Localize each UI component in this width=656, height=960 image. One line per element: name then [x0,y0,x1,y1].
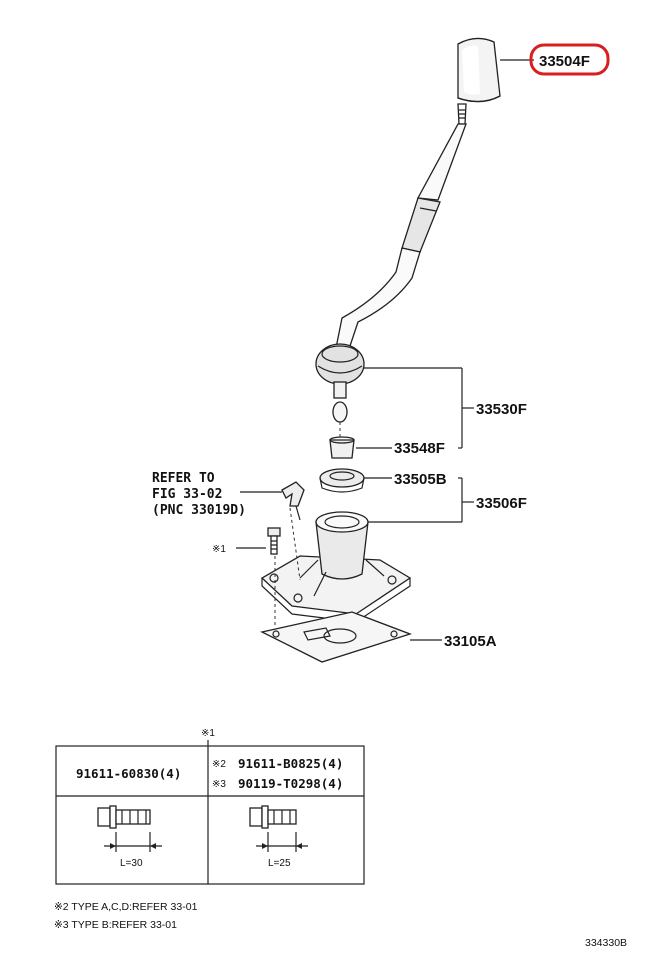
refer-text-line3: (PNC 33019D) [152,503,246,518]
right-bolt-part-number-3: 90119-T0298(4) [238,776,343,791]
shift-knob-part [457,37,501,103]
left-bolt-length: L=30 [120,858,143,869]
callout-33105A[interactable]: 33105A [444,633,497,650]
boot-seal-part [319,468,365,493]
shift-retainer-housing-part [260,511,412,623]
callout-33530F[interactable]: 33530F [476,401,527,418]
lever-pivot-assembly-part [315,343,365,423]
bushing-part [329,436,355,459]
right-footnote-mark-3: ※3 [212,779,226,790]
mounting-bolt-part [267,527,281,555]
figure-id: 334330B [585,937,627,949]
callout-33506F[interactable]: 33506F [476,495,527,512]
elbow-fitting-part [281,481,305,521]
left-bolt-part-number: 91611-60830(4) [76,766,181,781]
callout-33548F[interactable]: 33548F [394,440,445,457]
right-footnote-mark-2: ※2 [212,759,226,770]
refer-text-line2: FIG 33-02 [152,487,222,502]
knob-callout-highlight[interactable] [529,43,610,76]
left-flange-bolt-drawing [97,805,162,852]
bolt-spec-table: ※1 91611-60830(4) ※2 91611-B0825(4) ※3 9… [55,728,365,885]
right-bolt-part-number-2: 91611-B0825(4) [238,756,343,771]
refer-text-line1: REFER TO [152,471,215,486]
footnote-type-acd: ※2 TYPE A,C,D:REFER 33-01 [54,901,198,913]
alignment-dashes [274,422,341,628]
footnote-type-b: ※3 TYPE B:REFER 33-01 [54,919,177,931]
table-footnote-mark: ※1 [201,728,215,739]
gasket-part [260,611,412,663]
callout-33504F[interactable]: 33504F [539,53,590,70]
bolt-footnote-mark: ※1 [212,544,226,555]
shift-lever-rod-part [335,103,467,353]
right-bolt-length: L=25 [268,858,291,869]
callout-33505B[interactable]: 33505B [394,471,447,488]
leader-lines [236,59,534,641]
right-flange-bolt-drawing [249,805,308,852]
